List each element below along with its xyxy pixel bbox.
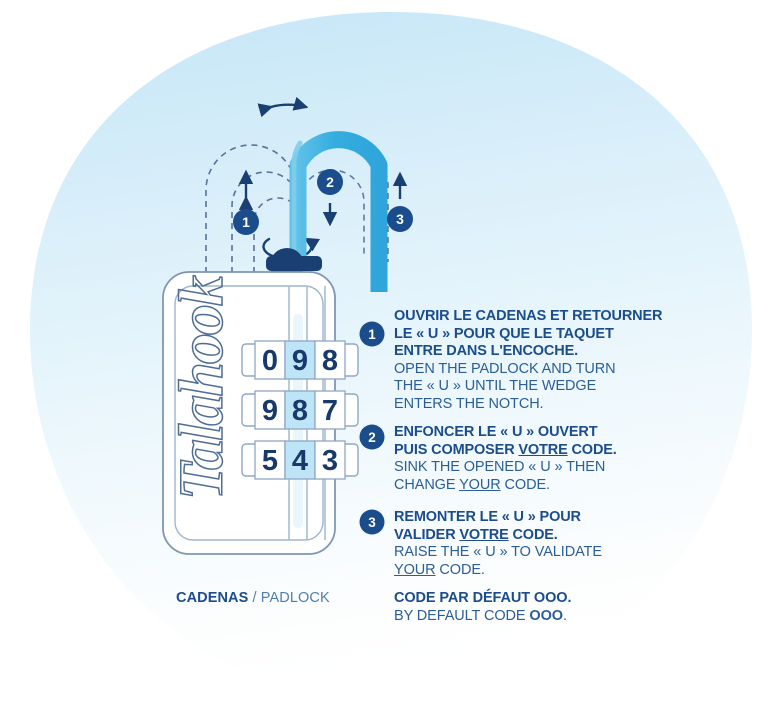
step-3-body-en: RAISE THE « U » TO VALIDATE YOUR CODE. bbox=[394, 544, 602, 579]
step-badge-3: 3 bbox=[359, 509, 385, 535]
default-code-fr: CODE PAR DÉFAUT OOO. bbox=[394, 590, 572, 608]
step-3-body-pre: RAISE THE « U » TO VALIDATE bbox=[394, 544, 602, 560]
brand-logo: Talahook bbox=[167, 274, 237, 500]
illus-badge-3-label: 3 bbox=[396, 211, 404, 227]
step-3-title-underline: VOTRE bbox=[459, 526, 509, 543]
dial-cell[interactable] bbox=[314, 390, 346, 430]
padlock-caption-sep: / bbox=[248, 590, 261, 606]
default-code-en-zeros: OOO bbox=[529, 607, 563, 624]
step-3-body-underline: YOUR bbox=[394, 561, 436, 578]
step-badge-3-label: 3 bbox=[368, 515, 376, 530]
dial-digit: 8 bbox=[292, 395, 308, 427]
illus-callout-2: 2 bbox=[317, 169, 343, 227]
dial-digit: 4 bbox=[292, 445, 308, 477]
illus-badge-2-label: 2 bbox=[326, 174, 334, 190]
default-code-note: CODE PAR DÉFAUT OOO. BY DEFAULT CODE OOO… bbox=[394, 590, 572, 626]
dial-digit: 9 bbox=[262, 395, 278, 427]
dial-digit: 3 bbox=[322, 445, 338, 477]
step-2-title-fr: ENFONCER LE « U » OUVERT PUIS COMPOSER V… bbox=[394, 424, 617, 459]
dial-digit: 7 bbox=[322, 395, 338, 427]
padlock-shackle bbox=[289, 131, 388, 292]
step-2-title-pre: ENFONCER LE « U » OUVERT PUIS COMPOSER bbox=[394, 424, 598, 458]
illus-callout-1: 1 bbox=[233, 169, 259, 235]
dial-digit: 5 bbox=[262, 445, 278, 477]
step-2-body-en: SINK THE OPENED « U » THEN CHANGE YOUR C… bbox=[394, 459, 617, 494]
dial-digit: 8 bbox=[322, 345, 338, 377]
dial-cell[interactable] bbox=[284, 340, 316, 380]
dial-cell[interactable] bbox=[314, 340, 346, 380]
illus-badge-1-label: 1 bbox=[242, 214, 250, 230]
step-1-text: OUVRIR LE CADENAS ET RETOURNER LE « U » … bbox=[394, 308, 662, 413]
step-badge-1-label: 1 bbox=[368, 327, 376, 342]
padlock-caption: CADENAS / PADLOCK bbox=[176, 590, 330, 606]
step-3-title-post: CODE. bbox=[508, 526, 558, 543]
default-code-fr-post: . bbox=[567, 590, 572, 606]
step-2-body-pre: SINK THE OPENED « U » THEN CHANGE bbox=[394, 459, 606, 493]
step-2-text: ENFONCER LE « U » OUVERT PUIS COMPOSER V… bbox=[394, 424, 617, 494]
step-3-body-post: CODE. bbox=[435, 561, 485, 578]
dial-cell[interactable] bbox=[314, 440, 346, 480]
default-code-en: BY DEFAULT CODE OOO. bbox=[394, 608, 571, 626]
step-badge-1: 1 bbox=[359, 321, 385, 347]
step-2-title-post: CODE. bbox=[567, 441, 617, 458]
step-2-title-underline: VOTRE bbox=[518, 441, 568, 458]
step-1-title-fr: OUVRIR LE CADENAS ET RETOURNER LE « U » … bbox=[394, 308, 663, 359]
brand-logo-text: Talahook bbox=[168, 275, 236, 500]
default-code-fr-pre: CODE PAR DÉFAUT bbox=[394, 590, 534, 606]
default-code-fr-zeros: OOO bbox=[533, 590, 568, 606]
step-badge-2: 2 bbox=[359, 424, 385, 450]
default-code-en-pre: BY DEFAULT CODE bbox=[394, 607, 530, 624]
rotate-arrow-top bbox=[257, 96, 309, 118]
step-1-body-en: OPEN THE PADLOCK AND TURN THE « U » UNTI… bbox=[394, 360, 616, 412]
dial-cell[interactable] bbox=[254, 440, 286, 480]
dial-cell[interactable] bbox=[284, 390, 316, 430]
step-2-body-post: CODE. bbox=[500, 476, 551, 493]
dial-digit: 9 bbox=[292, 345, 308, 377]
step-3-title-fr: REMONTER LE « U » POUR VALIDER VOTRE COD… bbox=[394, 509, 602, 544]
default-code-en-post: . bbox=[562, 607, 567, 624]
dial-digit: 0 bbox=[262, 345, 278, 377]
padlock-caption-fr: CADENAS bbox=[176, 590, 249, 606]
illus-callout-3: 3 bbox=[387, 171, 413, 232]
step-2-body-underline: YOUR bbox=[459, 476, 501, 493]
padlock-caption-en: PADLOCK bbox=[260, 590, 330, 606]
step-3-title-pre: REMONTER LE « U » POUR VALIDER bbox=[394, 509, 581, 543]
dial-cell[interactable] bbox=[254, 390, 286, 430]
step-badge-2-label: 2 bbox=[368, 430, 376, 445]
step-3-text: REMONTER LE « U » POUR VALIDER VOTRE COD… bbox=[394, 509, 602, 579]
dial-cell[interactable] bbox=[284, 440, 316, 480]
